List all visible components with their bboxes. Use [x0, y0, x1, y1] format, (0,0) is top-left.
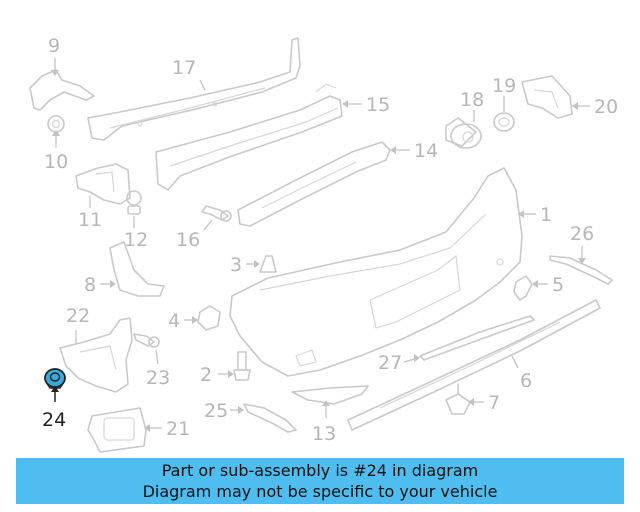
callout-21: 21 — [166, 418, 190, 440]
callout-11: 11 — [78, 209, 102, 231]
part-7-clip — [445, 383, 471, 415]
callout-26: 26 — [570, 223, 594, 245]
part-27-strip — [419, 315, 535, 361]
part-2-bolt — [233, 351, 251, 381]
part-16-bolt — [201, 205, 232, 222]
callout-19: 19 — [492, 75, 516, 97]
part-21-bracket — [87, 407, 147, 453]
part-9-bracket — [29, 69, 95, 111]
part-14-absorber — [237, 141, 391, 227]
part-26-molding — [549, 255, 613, 285]
part-25-reflector — [243, 403, 297, 433]
part-4-clip — [197, 305, 221, 331]
callout-20: 20 — [594, 96, 618, 118]
part-13-trim — [291, 385, 369, 405]
part-24-highlighted — [44, 368, 66, 389]
part-18-sensor — [445, 117, 482, 149]
part-12-nut — [126, 190, 142, 215]
callout-9: 9 — [48, 35, 60, 57]
callout-24: 24 — [42, 409, 66, 431]
callout-8: 8 — [84, 274, 96, 296]
part-5-reflector — [513, 275, 533, 301]
callout-23: 23 — [146, 367, 170, 389]
callout-2: 2 — [200, 364, 212, 386]
callout-17: 17 — [172, 57, 196, 79]
part-19-retainer — [493, 112, 515, 132]
part-1-bumper-cover — [229, 167, 523, 377]
part-6-lower-trim — [347, 299, 601, 431]
callout-6: 6 — [520, 370, 532, 392]
callout-1: 1 — [540, 204, 552, 226]
callout-3: 3 — [230, 254, 242, 276]
banner-line-part-number: Part or sub-assembly is #24 in diagram — [161, 461, 479, 480]
info-banner: Part or sub-assembly is #24 in diagram D… — [16, 458, 624, 504]
callout-13: 13 — [312, 423, 336, 445]
callout-10: 10 — [44, 151, 68, 173]
part-10-nut — [47, 115, 65, 133]
callout-22: 22 — [66, 305, 90, 327]
callout-27: 27 — [378, 352, 402, 374]
part-20-bracket — [521, 75, 573, 119]
part-3-cap — [259, 255, 277, 273]
callout-5: 5 — [552, 274, 564, 296]
part-8-bracket — [109, 241, 165, 297]
callout-16: 16 — [176, 229, 200, 251]
callout-25: 25 — [204, 400, 228, 422]
callout-4: 4 — [168, 310, 180, 332]
part-22-bracket — [59, 317, 133, 393]
callout-15: 15 — [366, 94, 390, 116]
callout-14: 14 — [414, 140, 438, 162]
part-17-reinforcement — [87, 37, 301, 141]
banner-line-disclaimer: Diagram may not be specific to your vehi… — [142, 482, 498, 501]
callout-12: 12 — [124, 229, 148, 251]
part-11-bracket — [75, 163, 131, 205]
callout-18: 18 — [460, 89, 484, 111]
callout-7: 7 — [488, 392, 500, 414]
part-15-absorber — [155, 83, 343, 191]
part-23-bolt — [133, 333, 160, 348]
